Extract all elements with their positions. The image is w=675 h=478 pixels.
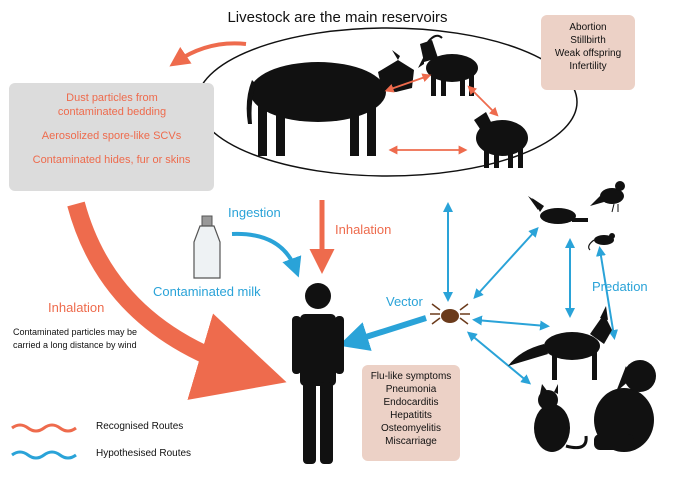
source-item: Contaminated hides, fur or skins	[32, 154, 191, 166]
goat-sheep-arrow	[467, 85, 499, 117]
outcome-item: Abortion	[569, 22, 607, 33]
inhalation-wind-label: Inhalation	[48, 300, 105, 315]
rabbit-silhouette-icon	[528, 196, 588, 224]
symptom-item: Miscarriage	[385, 436, 437, 447]
legend-hypothesised-label: Hypothesised Routes	[96, 448, 192, 459]
human-symptoms-box: Flu-like symptoms Pneumonia Endocarditis…	[362, 365, 460, 461]
wind-note-line: Contaminated particles may be	[13, 327, 138, 337]
legend-hypothesised-swatch	[11, 450, 77, 460]
goat-silhouette-icon	[418, 34, 478, 96]
wind-inhalation-arrow	[67, 201, 287, 400]
tick-vector-icon	[430, 303, 470, 325]
diagram-title: Livestock are the main reservoirs	[227, 9, 448, 26]
symptom-item: Flu-like symptoms	[370, 371, 452, 382]
cow-silhouette-icon	[246, 50, 414, 156]
legend-recognised-swatch	[11, 423, 77, 433]
symptom-item: Pneumonia	[385, 384, 437, 395]
ingestion-label: Ingestion	[228, 205, 281, 220]
tick-small-animals-arrow	[473, 227, 539, 299]
reservoir-to-environment-arrow	[169, 41, 247, 67]
fox-silhouette-icon	[508, 306, 612, 380]
symptom-item: Osteomyelitis	[380, 423, 441, 434]
human-silhouette-icon	[292, 283, 344, 464]
tick-human-arrow	[338, 315, 427, 351]
source-item: Aerosolized spore-like SCVs	[41, 130, 182, 142]
source-item: Dust particles from contaminated bedding	[57, 92, 167, 118]
symptom-item: Hepatitits	[390, 410, 432, 421]
tick-pets-arrow	[466, 331, 532, 385]
sheep-silhouette-icon	[474, 112, 528, 168]
environmental-sources-box: Dust particles from contaminated bedding…	[9, 83, 214, 191]
cat-silhouette-icon	[534, 384, 588, 452]
vector-label: Vector	[386, 294, 423, 309]
reservoir-outcomes-box: Abortion Stillbirth Weak offspring Infer…	[541, 15, 635, 90]
milk-bottle-icon	[193, 215, 221, 279]
mouse-silhouette-icon	[588, 233, 615, 251]
dog-silhouette-icon	[594, 360, 656, 452]
predation-label: Predation	[592, 279, 648, 294]
outcome-item: Weak offspring	[554, 48, 622, 59]
contaminated-milk-label: Contaminated milk	[153, 284, 261, 299]
tick-fox-arrow	[472, 315, 550, 331]
ingestion-arrow	[231, 231, 302, 278]
inhalation-direct-label: Inhalation	[335, 222, 392, 237]
legend-recognised-label: Recognised Routes	[96, 421, 184, 432]
cow-goat-arrow	[384, 73, 432, 93]
outcome-item: Stillbirth	[570, 35, 606, 46]
outcome-item: Infertility	[569, 61, 607, 72]
wind-note-line: carried a long distance by wind	[13, 340, 137, 350]
predation-dog-arrow	[596, 246, 618, 340]
bird-silhouette-icon	[590, 181, 625, 213]
symptom-item: Endocarditis	[383, 397, 439, 408]
